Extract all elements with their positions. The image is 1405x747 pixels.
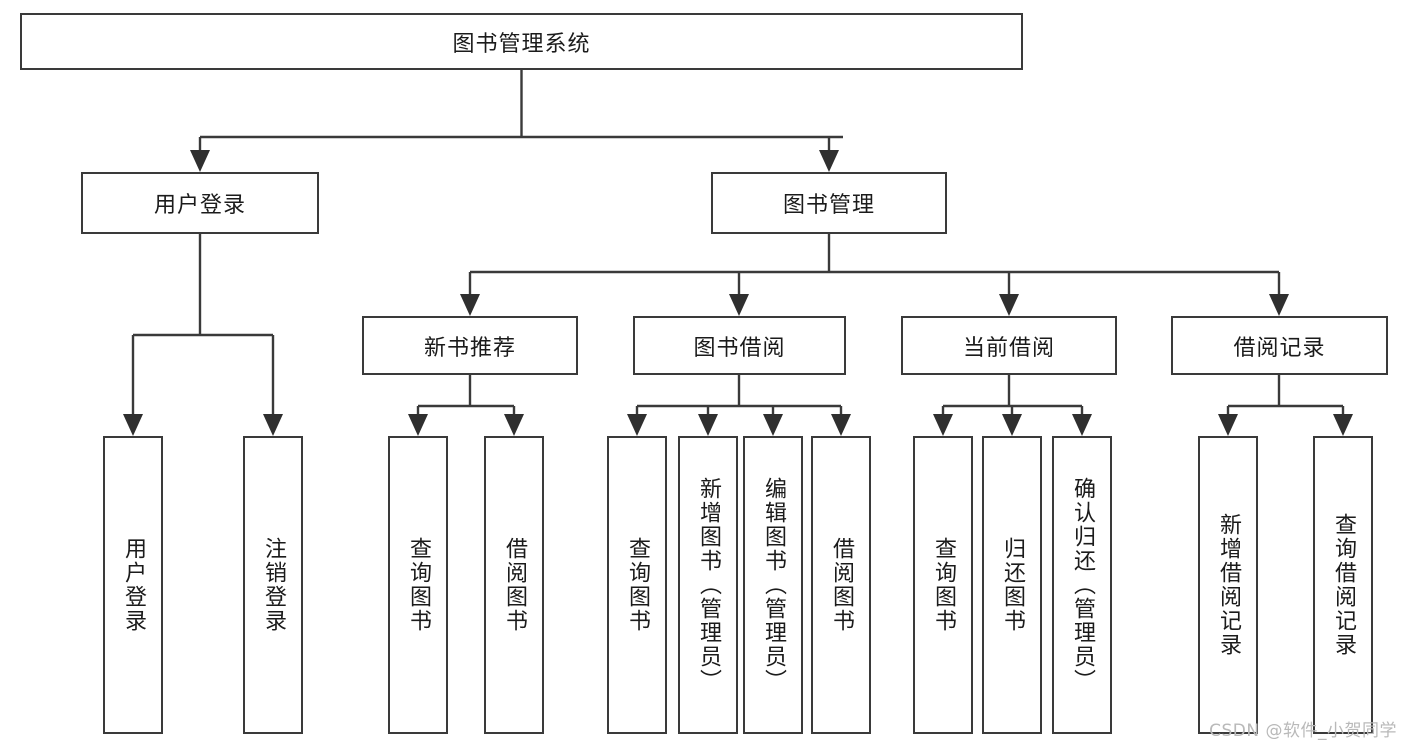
node-leaf-confirm-return-admin[interactable]: 确认归还（管理员） xyxy=(1052,436,1112,734)
node-leaf-add-book-admin[interactable]: 新增图书（管理员） xyxy=(678,436,738,734)
arrowhead-current-borrow xyxy=(999,294,1019,316)
arrowhead-leaf-add-borrow-record xyxy=(1218,414,1238,436)
node-leaf-add-borrow-record-label: 新增借阅记录 xyxy=(1216,513,1241,657)
node-leaf-query-book-1-label: 查询图书 xyxy=(406,537,431,633)
node-leaf-query-borrow-record[interactable]: 查询借阅记录 xyxy=(1313,436,1373,734)
node-leaf-borrow-book-1[interactable]: 借阅图书 xyxy=(484,436,544,734)
node-leaf-query-book-2[interactable]: 查询图书 xyxy=(607,436,667,734)
node-leaf-query-book-1[interactable]: 查询图书 xyxy=(388,436,448,734)
arrowhead-new-book-recommend xyxy=(460,294,480,316)
node-leaf-query-book-3-label: 查询图书 xyxy=(931,537,956,633)
arrowhead-leaf-edit-book-admin xyxy=(763,414,783,436)
node-leaf-borrow-book-2[interactable]: 借阅图书 xyxy=(811,436,871,734)
arrowhead-leaf-confirm-return-admin xyxy=(1072,414,1092,436)
node-book-borrow[interactable]: 图书借阅 xyxy=(633,316,846,375)
node-leaf-query-book-2-label: 查询图书 xyxy=(625,537,650,633)
arrowhead-leaf-user-login xyxy=(123,414,143,436)
node-new-book-recommend-label: 新书推荐 xyxy=(423,335,516,361)
arrowhead-book-borrow xyxy=(729,294,749,316)
arrowhead-borrow-record xyxy=(1269,294,1289,316)
arrowhead-book-management xyxy=(819,150,839,172)
node-leaf-user-login-label: 用户登录 xyxy=(121,537,146,633)
arrowhead-user-login xyxy=(190,150,210,172)
node-leaf-logout-login-label: 注销登录 xyxy=(261,537,286,633)
node-leaf-borrow-book-2-label: 借阅图书 xyxy=(829,537,854,633)
arrowhead-leaf-borrow-book-1 xyxy=(504,414,524,436)
node-current-borrow[interactable]: 当前借阅 xyxy=(901,316,1117,375)
arrowhead-leaf-return-book xyxy=(1002,414,1022,436)
node-leaf-add-book-admin-label: 新增图书（管理员） xyxy=(696,477,721,693)
node-leaf-return-book[interactable]: 归还图书 xyxy=(982,436,1042,734)
node-book-management-label: 图书管理 xyxy=(782,193,875,218)
arrowhead-leaf-query-book-2 xyxy=(627,414,647,436)
node-leaf-edit-book-admin-label: 编辑图书（管理员） xyxy=(761,477,786,693)
node-root-label: 图书管理系统 xyxy=(452,31,591,57)
arrowhead-leaf-borrow-book-2 xyxy=(831,414,851,436)
node-leaf-logout-login[interactable]: 注销登录 xyxy=(243,436,303,734)
node-borrow-record-label: 借阅记录 xyxy=(1233,335,1326,361)
node-leaf-query-book-3[interactable]: 查询图书 xyxy=(913,436,973,734)
node-leaf-add-borrow-record[interactable]: 新增借阅记录 xyxy=(1198,436,1258,734)
arrowhead-leaf-query-book-3 xyxy=(933,414,953,436)
node-current-borrow-label: 当前借阅 xyxy=(962,335,1055,361)
node-leaf-confirm-return-admin-label: 确认归还（管理员） xyxy=(1070,477,1095,693)
arrowhead-leaf-query-book-1 xyxy=(408,414,428,436)
node-new-book-recommend[interactable]: 新书推荐 xyxy=(362,316,578,375)
node-borrow-record[interactable]: 借阅记录 xyxy=(1171,316,1388,375)
node-user-login[interactable]: 用户登录 xyxy=(81,172,319,234)
node-user-login-label: 用户登录 xyxy=(153,193,246,218)
arrowhead-leaf-add-book-admin xyxy=(698,414,718,436)
node-book-management[interactable]: 图书管理 xyxy=(711,172,947,234)
node-leaf-user-login[interactable]: 用户登录 xyxy=(103,436,163,734)
arrowhead-leaf-query-borrow-record xyxy=(1333,414,1353,436)
node-leaf-edit-book-admin[interactable]: 编辑图书（管理员） xyxy=(743,436,803,734)
node-book-borrow-label: 图书借阅 xyxy=(693,335,786,361)
node-leaf-query-borrow-record-label: 查询借阅记录 xyxy=(1331,513,1356,657)
node-leaf-borrow-book-1-label: 借阅图书 xyxy=(502,537,527,633)
node-leaf-return-book-label: 归还图书 xyxy=(1000,537,1025,633)
csdn-watermark: CSDN @软件_小贺同学 xyxy=(1209,721,1397,741)
arrowhead-leaf-logout-login xyxy=(263,414,283,436)
node-root[interactable]: 图书管理系统 xyxy=(20,13,1023,70)
